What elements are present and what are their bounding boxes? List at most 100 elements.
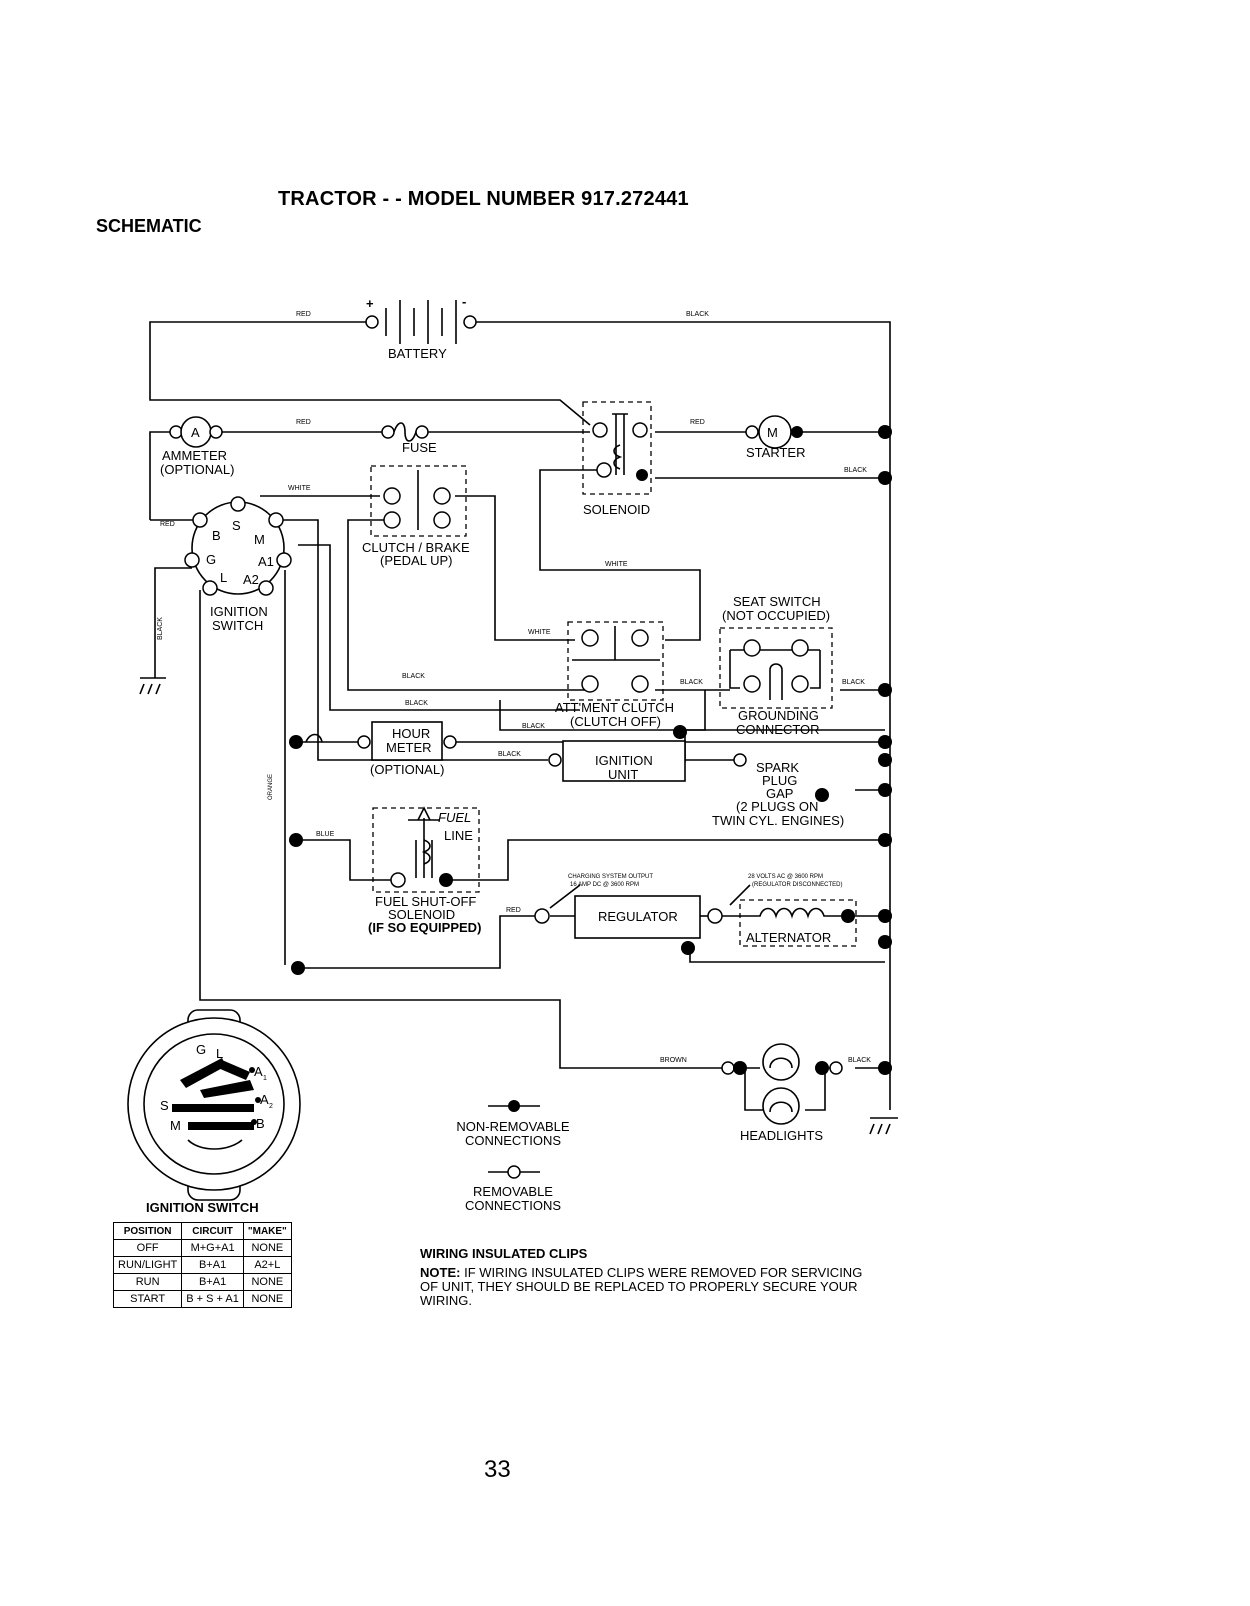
terminal-m: M	[254, 532, 265, 547]
seat-switch-label-2: (NOT OCCUPIED)	[722, 608, 830, 623]
table-row: RUN/LIGHT B+A1 A2+L	[112, 1256, 292, 1274]
legend-non-removable-dot	[508, 1100, 520, 1112]
fuse-label: FUSE	[402, 440, 437, 455]
wire-label-brown: BROWN	[660, 1057, 687, 1064]
wire-label-white-seat: WHITE	[605, 561, 628, 568]
face-s: S	[160, 1098, 169, 1113]
hour-meter-label-3: (OPTIONAL)	[370, 762, 444, 777]
table-cell: NONE	[242, 1239, 292, 1257]
table-row: START B + S + A1 NONE	[112, 1290, 292, 1308]
table-row: OFF M+G+A1 NONE	[112, 1239, 292, 1257]
ammeter: A AMMETER (OPTIONAL)	[160, 416, 234, 477]
table-cell: RUN/LIGHT	[112, 1256, 183, 1274]
table-cell: M+G+A1	[181, 1239, 244, 1257]
attachment-clutch-switch: ATT'MENT CLUTCH (CLUTCH OFF)	[555, 621, 674, 729]
headlights: HEADLIGHTS	[721, 1043, 843, 1143]
note-label: NOTE:	[420, 1265, 461, 1280]
wire-label-black-clutch: BLACK	[402, 673, 425, 680]
face-b: B	[256, 1116, 265, 1131]
wire-label-orange: ORANGE	[268, 774, 274, 800]
solenoid: SOLENOID	[582, 401, 652, 517]
alternator-label: ALTERNATOR	[746, 930, 831, 945]
table-cell: START	[112, 1290, 183, 1308]
wire-label-red-regulator: RED	[506, 907, 521, 914]
legend-removable-line-2: CONNECTIONS	[464, 1198, 562, 1213]
ignition-table-title: IGNITION SWITCH	[146, 1200, 259, 1215]
ignition-switch-table: POSITION CIRCUIT "MAKE" OFF M+G+A1 NONE …	[112, 1222, 292, 1308]
page-title: TRACTOR - - MODEL NUMBER 917.272441	[278, 188, 689, 210]
right-rail-nodes	[878, 425, 892, 1075]
spark-plug: SPARK PLUG GAP (2 PLUGS ON TWIN CYL. ENG…	[712, 753, 844, 828]
wire-label-black-ground: BLACK	[157, 617, 164, 640]
legend-symbols	[488, 1100, 540, 1179]
volts-label-2: (REGULATOR DISCONNECTED)	[752, 882, 842, 888]
table-row: RUN B+A1 NONE	[112, 1273, 292, 1291]
wire-label-black-headlights: BLACK	[848, 1057, 871, 1064]
seat-switch: SEAT SWITCH (NOT OCCUPIED)	[719, 594, 833, 709]
face-m: M	[170, 1118, 181, 1133]
table-header: CIRCUIT	[181, 1222, 244, 1240]
wire-label-black-ignition-unit: BLACK	[498, 751, 521, 758]
terminal-a1: A1	[258, 554, 274, 569]
legend-removable: REMOVABLE CONNECTIONS	[438, 1185, 588, 1213]
wire-label-black-ground-conn: BLACK	[842, 679, 865, 686]
wire-label-red-fuse: RED	[296, 419, 311, 426]
solenoid-label: SOLENOID	[583, 502, 650, 517]
grounding-label-1: GROUNDING	[738, 708, 819, 723]
terminal-a2: A2	[243, 572, 259, 587]
alternator: ALTERNATOR 28 VOLTS AC @ 3600 RPM (REGUL…	[722, 874, 857, 947]
terminal-g: G	[206, 552, 216, 567]
face-l: L	[216, 1046, 223, 1061]
grounding-label-2: CONNECTOR	[736, 722, 820, 737]
face-a1: A	[254, 1064, 263, 1079]
ammeter-letter: A	[191, 425, 200, 440]
note-paragraph: NOTE: IF WIRING INSULATED CLIPS WERE REM…	[420, 1266, 880, 1308]
attment-clutch-label-1: ATT'MENT CLUTCH	[555, 700, 674, 715]
table-cell: OFF	[112, 1239, 183, 1257]
spark-label-5: TWIN CYL. ENGINES)	[712, 813, 844, 828]
table-header: POSITION	[112, 1222, 183, 1240]
table-cell: NONE	[242, 1290, 292, 1308]
table-cell: NONE	[242, 1273, 292, 1291]
clips-title: WIRING INSULATED CLIPS	[420, 1246, 588, 1261]
wire-label-white-attment: WHITE	[528, 629, 551, 636]
wire-label-black-attment: BLACK	[405, 700, 428, 707]
table-header-row: POSITION CIRCUIT "MAKE"	[112, 1222, 292, 1240]
headlights-label: HEADLIGHTS	[740, 1128, 823, 1143]
ignition-switch-label-2: SWITCH	[212, 618, 263, 633]
ignition-switch-schematic: S B M G A1 L A2 IGNITION SWITCH	[184, 496, 292, 633]
ignition-unit-label-2: UNIT	[608, 767, 638, 782]
legend-removable-line-1: REMOVABLE	[473, 1184, 553, 1199]
table-cell: B + S + A1	[181, 1290, 244, 1308]
page-number: 33	[484, 1456, 511, 1483]
section-title: SCHEMATIC	[96, 216, 202, 236]
regulator-label: REGULATOR	[598, 909, 678, 924]
spark-label-4: (2 PLUGS ON	[736, 799, 818, 814]
face-g: G	[196, 1042, 206, 1057]
table-header: "MAKE"	[242, 1222, 292, 1240]
terminal-l: L	[220, 570, 227, 585]
volts-label-1: 28 VOLTS AC @ 3600 RPM	[748, 874, 823, 880]
fuel-sol-label-2: SOLENOID	[388, 907, 455, 922]
attment-clutch-label-2: (CLUTCH OFF)	[570, 714, 661, 729]
fuel-line-label-2: LINE	[444, 828, 473, 843]
starter-label: STARTER	[746, 445, 805, 460]
ignition-switch-label-1: IGNITION	[210, 604, 268, 619]
wire-label-black-attment-off: BLACK	[522, 723, 545, 730]
wire-label-red-ignition: RED	[160, 521, 175, 528]
charging-label-1: CHARGING SYSTEM OUTPUT	[568, 874, 653, 880]
starter-letter: M	[767, 425, 778, 440]
terminal-s: S	[232, 518, 241, 533]
ammeter-label: AMMETER	[162, 448, 227, 463]
fuel-line-label-1: FUEL	[438, 810, 471, 825]
table-cell: B+A1	[181, 1273, 244, 1291]
spark-label-3: GAP	[766, 786, 793, 801]
wire-label-red-top: RED	[296, 311, 311, 318]
table-cell: RUN	[112, 1273, 183, 1291]
wire-label-blue: BLUE	[316, 831, 335, 838]
legend-non-removable-line-1: NON-REMOVABLE	[456, 1119, 570, 1134]
legend-non-removable-line-2: CONNECTIONS	[464, 1133, 562, 1148]
clutch-brake-label-1: CLUTCH / BRAKE	[362, 540, 470, 555]
spark-label-1: SPARK	[756, 760, 799, 775]
